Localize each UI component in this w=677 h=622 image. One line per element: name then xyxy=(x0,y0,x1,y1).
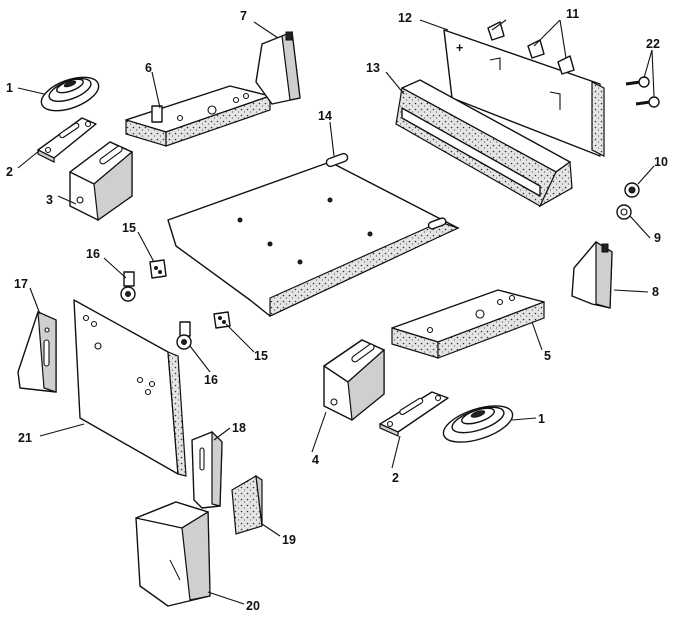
part-19-plate xyxy=(231,474,263,535)
part-10-nut xyxy=(624,182,640,198)
callout-16-lower: 16 xyxy=(204,373,218,387)
part-9-washer xyxy=(616,204,632,220)
part-1-boot-lower xyxy=(442,405,514,443)
svg-text:+: + xyxy=(456,41,463,55)
callout-4: 4 xyxy=(312,453,319,467)
part-14-top-plate xyxy=(167,152,460,317)
callout-12: 12 xyxy=(398,11,412,25)
part-21-side-panel xyxy=(73,299,187,477)
leader-lines xyxy=(17,19,655,605)
callout-7: 7 xyxy=(240,9,247,23)
part-12-rear-panel: + xyxy=(443,29,605,157)
callout-16-upper: 16 xyxy=(86,247,100,261)
part-20-cover xyxy=(135,501,211,607)
callout-15-upper: 15 xyxy=(122,221,136,235)
callout-13: 13 xyxy=(366,61,380,75)
part-6-channel-upper xyxy=(125,85,271,147)
part-13-channel xyxy=(395,79,573,208)
part-5-channel-lower xyxy=(391,289,545,359)
callout-5: 5 xyxy=(544,349,551,363)
callout-labels: 1 2 3 6 7 12 11 13 22 14 10 9 8 15 16 17… xyxy=(6,7,668,613)
part-15-plate-upper xyxy=(149,259,167,279)
callout-10: 10 xyxy=(654,155,668,169)
callout-17: 17 xyxy=(14,277,28,291)
callout-20: 20 xyxy=(246,599,260,613)
part-7-wedge-upper xyxy=(255,31,301,105)
callout-21: 21 xyxy=(18,431,32,445)
part-16-latch-upper xyxy=(120,271,136,302)
part-18-bracket xyxy=(191,430,223,509)
callout-11: 11 xyxy=(566,7,579,21)
callout-18: 18 xyxy=(232,421,246,435)
part-16-latch-lower xyxy=(176,321,192,350)
part-2-plate-upper xyxy=(37,117,97,163)
callout-19: 19 xyxy=(282,533,296,547)
callout-2-upper: 2 xyxy=(6,165,13,179)
part-11-clips xyxy=(487,21,575,75)
part-2-plate-lower xyxy=(379,391,449,437)
callout-14: 14 xyxy=(318,109,332,123)
part-4-bracket-lower xyxy=(323,339,385,422)
callout-9: 9 xyxy=(654,231,661,245)
callout-6: 6 xyxy=(145,61,152,75)
part-3-bracket-upper xyxy=(69,141,133,222)
part-1-boot-upper xyxy=(40,76,100,112)
callout-8: 8 xyxy=(652,285,659,299)
callout-1-lower: 1 xyxy=(538,412,545,426)
callout-22: 22 xyxy=(646,37,660,51)
callout-15-lower: 15 xyxy=(254,349,268,363)
callout-1-upper: 1 xyxy=(6,81,13,95)
part-8-wedge-right xyxy=(571,240,613,309)
callout-2-lower: 2 xyxy=(392,471,399,485)
part-17-bracket-left xyxy=(17,311,57,393)
part-22-bolts xyxy=(625,76,660,108)
callout-3: 3 xyxy=(46,193,53,207)
